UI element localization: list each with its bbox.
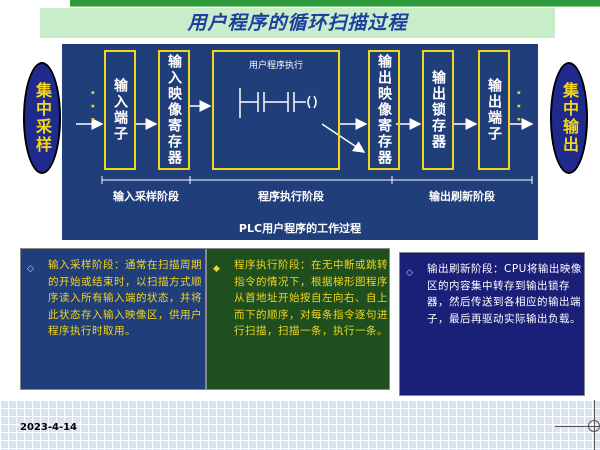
diamond-icon: ◆ [213, 264, 221, 274]
centralized-output-label: 集中输出 [560, 82, 579, 154]
diamond-icon: ◇ [406, 268, 414, 278]
diagram-lines [76, 88, 534, 184]
footer-date: 2023-4-14 [20, 422, 78, 433]
diamond-icon: ◇ [27, 264, 35, 274]
input-dots: ··· [84, 90, 100, 130]
stage-output-refresh: 输出刷新阶段 [429, 190, 495, 203]
top-decor-bar [70, 0, 600, 6]
plc-scan-diagram: ··· ··· 输入端子 输入映像寄存器 用户程序执行 输出映像寄存器 输出锁存… [62, 44, 538, 240]
centralized-sampling-label: 集中采样 [33, 82, 52, 154]
crosshair-icon [588, 420, 600, 432]
note-input-sampling: ◇ 输入采样阶段：通常在扫描周期的开始或结束时，以扫描方式顺序读入所有输入端的状… [20, 248, 206, 390]
user-program-box: 用户程序执行 [212, 50, 340, 170]
note-input-sampling-text: 输入采样阶段：通常在扫描周期的开始或结束时，以扫描方式顺序读入所有输入端的状态，… [48, 259, 202, 337]
footer-hline [555, 426, 600, 427]
note-output-refresh: ◇ 输出刷新阶段：CPU将输出映像区的内容集中转存到输出锁存器，然后传送到各相应… [399, 252, 585, 396]
output-terminal-box: 输出端子 [478, 50, 510, 170]
top-decor-line [70, 6, 600, 7]
centralized-output-ellipse: 集中输出 [550, 62, 588, 174]
stage-input-sampling: 输入采样阶段 [113, 190, 179, 203]
note-program-execution-text: 程序执行阶段：在无中断或跳转指令的情况下，根据梯形图程序从首地址开始按自左向右、… [234, 259, 388, 337]
output-image-register-box: 输出映像寄存器 [368, 50, 400, 170]
input-image-register-box: 输入映像寄存器 [158, 50, 190, 170]
output-dots: ··· [510, 90, 526, 130]
diagram-caption: PLC用户程序的工作过程 [238, 222, 362, 235]
note-output-refresh-text: 输出刷新阶段：CPU将输出映像区的内容集中转存到输出锁存器，然后传送到各相应的输… [427, 263, 582, 325]
footer-grid [0, 400, 600, 450]
centralized-sampling-ellipse: 集中采样 [23, 62, 61, 174]
stage-program-execution: 程序执行阶段 [258, 190, 324, 203]
output-latch-box: 输出锁存器 [422, 50, 454, 170]
slide-title: 用户程序的循环扫描过程 [40, 8, 555, 38]
ladder-diagram [239, 88, 317, 118]
user-program-label: 用户程序执行 [248, 61, 303, 71]
arrow-program-to-output-image [321, 123, 366, 153]
note-program-execution: ◆ 程序执行阶段：在无中断或跳转指令的情况下，根据梯形图程序从首地址开始按自左向… [206, 248, 390, 390]
input-terminal-box: 输入端子 [104, 50, 136, 170]
